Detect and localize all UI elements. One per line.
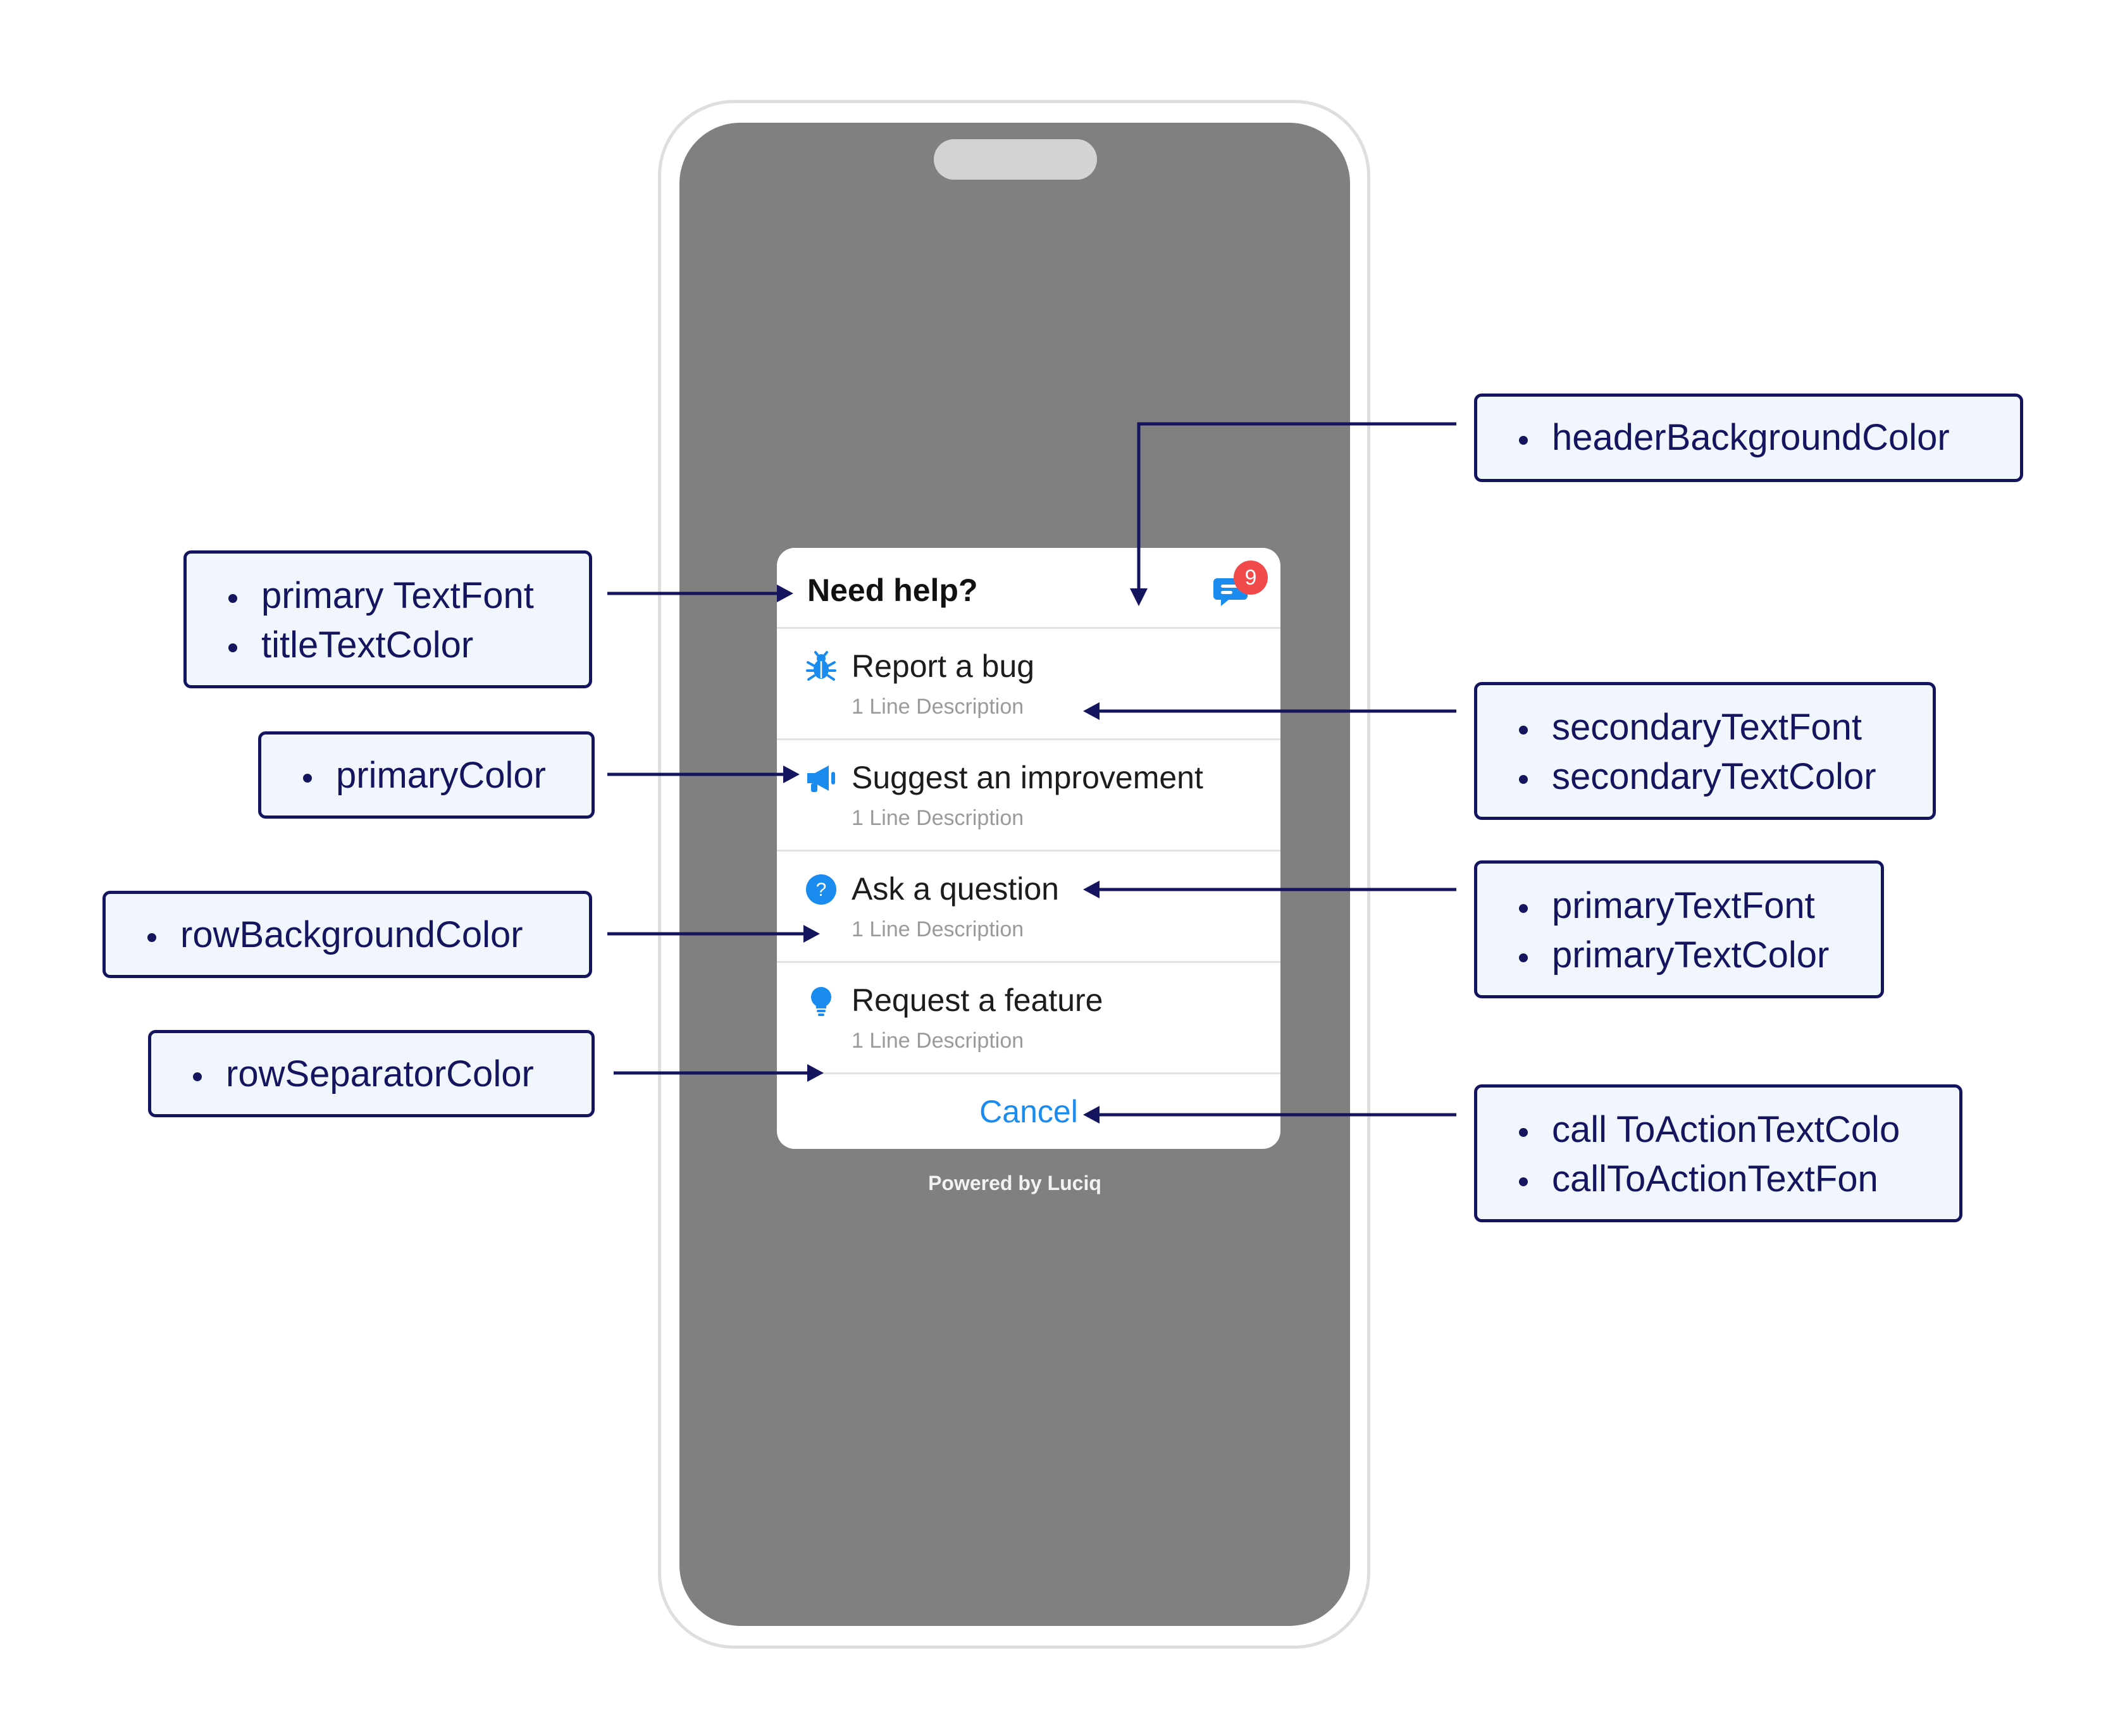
- callout-item: headerBackgroundColor: [1513, 413, 2020, 462]
- row-title: Ask a question: [852, 871, 1059, 907]
- row-title: Suggest an improvement: [852, 760, 1203, 795]
- row-suggest-improvement[interactable]: Suggest an improvement 1 Line Descriptio…: [777, 740, 1280, 852]
- bug-icon: [806, 651, 836, 681]
- callout-item: primary TextFont: [222, 571, 589, 621]
- callout-item: callToActionTextFon: [1513, 1155, 1959, 1204]
- sheet-header: Need help? 9: [777, 548, 1280, 629]
- callout-item: rowSeparatorColor: [187, 1050, 592, 1099]
- row-title: Request a feature: [852, 983, 1103, 1018]
- help-sheet: Need help? 9: [777, 548, 1280, 1149]
- row-description: 1 Line Description: [852, 806, 1024, 830]
- phone-notch: [934, 139, 1097, 180]
- unread-badge: 9: [1234, 561, 1268, 595]
- callout-header-background: headerBackgroundColor: [1474, 394, 2023, 482]
- row-request-feature[interactable]: Request a feature 1 Line Description: [777, 963, 1280, 1074]
- row-description: 1 Line Description: [852, 695, 1024, 719]
- callout-item: secondaryTextFont: [1513, 703, 1933, 752]
- row-ask-question[interactable]: ? Ask a question 1 Line Description: [777, 852, 1280, 963]
- callout-item: secondaryTextColor: [1513, 752, 1933, 802]
- callout-title-font: primary TextFont titleTextColor: [183, 550, 592, 688]
- question-icon: ?: [806, 874, 836, 905]
- phone-screen: Need help? 9: [679, 123, 1350, 1626]
- callout-item: primaryTextColor: [1513, 931, 1881, 980]
- powered-by-label: Powered by Luciq: [928, 1172, 1101, 1194]
- cancel-button[interactable]: Cancel: [979, 1094, 1078, 1129]
- row-description: 1 Line Description: [852, 917, 1024, 941]
- row-description: 1 Line Description: [852, 1029, 1024, 1053]
- chats-button[interactable]: 9: [1212, 561, 1268, 623]
- sheet-title: Need help?: [807, 573, 978, 608]
- row-title: Report a bug: [852, 648, 1035, 684]
- callout-row-background: rowBackgroundColor: [102, 891, 592, 978]
- row-report-bug[interactable]: Report a bug 1 Line Description: [777, 629, 1280, 740]
- callout-item: rowBackgroundColor: [141, 910, 589, 960]
- callout-item: primaryColor: [297, 751, 592, 800]
- callout-call-to-action: call ToActionTextColo callToActionTextFo…: [1474, 1084, 1962, 1222]
- callout-item: call ToActionTextColo: [1513, 1105, 1959, 1155]
- lightbulb-icon: [811, 987, 831, 1016]
- callout-item: primaryTextFont: [1513, 881, 1881, 931]
- svg-text:?: ?: [816, 879, 827, 900]
- callout-item: titleTextColor: [222, 621, 589, 670]
- megaphone-icon: [807, 766, 835, 792]
- callout-row-separator: rowSeparatorColor: [148, 1030, 595, 1117]
- callout-primary-color: primaryColor: [258, 731, 595, 819]
- callout-secondary-text: secondaryTextFont secondaryTextColor: [1474, 682, 1936, 820]
- callout-primary-text: primaryTextFont primaryTextColor: [1474, 860, 1884, 998]
